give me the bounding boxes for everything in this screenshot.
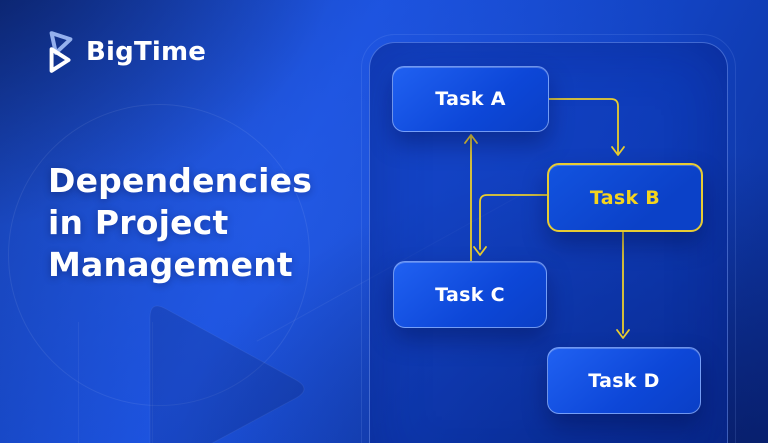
task-c-label: Task C <box>435 283 505 306</box>
brand-name: BigTime <box>86 37 207 67</box>
background-circle-decoration <box>8 104 310 406</box>
page-title: Dependencies in Project Management <box>48 161 313 285</box>
task-d-node: Task D <box>547 347 701 414</box>
task-b-node: Task B <box>547 163 703 232</box>
task-b-label: Task B <box>589 186 661 209</box>
task-a-label: Task A <box>435 88 506 110</box>
brand-logo: BigTime <box>45 30 206 74</box>
task-c-node: Task C <box>393 261 547 328</box>
background-line-decoration <box>78 322 79 443</box>
bigtime-logo-icon <box>49 31 73 73</box>
background-line-decoration <box>152 322 153 443</box>
task-d-label: Task D <box>588 369 660 392</box>
task-a-node: Task A <box>392 66 549 132</box>
